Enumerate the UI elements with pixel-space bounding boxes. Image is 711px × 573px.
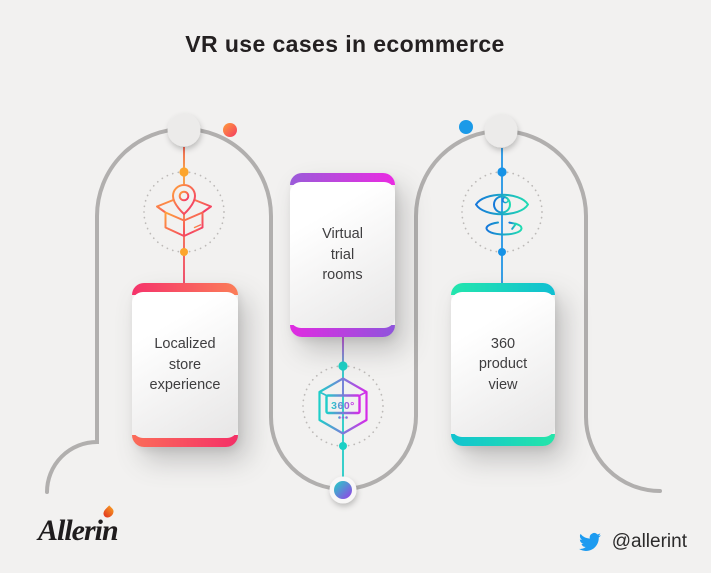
allerin-logo-text: Allerin bbox=[38, 514, 119, 547]
eye-iris bbox=[493, 195, 511, 214]
box-location-pin-icon bbox=[156, 184, 212, 237]
dot-right-bottom bbox=[498, 248, 506, 256]
milestone-node-right bbox=[484, 114, 518, 148]
hexagon-360-icon: 360° bbox=[318, 377, 368, 435]
hexagon-inner-edges bbox=[318, 377, 368, 397]
accent-dot-right bbox=[459, 120, 473, 134]
dot-center-top bbox=[338, 361, 348, 371]
card-body: 360 product view bbox=[451, 292, 555, 437]
card-virtual-trial-rooms: Virtual trial rooms bbox=[290, 173, 395, 337]
dot-center-bottom bbox=[339, 442, 347, 450]
card-label: 360 product view bbox=[478, 335, 528, 393]
card-localized-store-experience: Localized store experience bbox=[132, 283, 238, 447]
rotation-ellipse bbox=[485, 221, 523, 236]
card-label: Virtual trial rooms bbox=[322, 226, 363, 284]
card-bottom-bar bbox=[290, 325, 395, 337]
milestone-node-bottom bbox=[329, 476, 357, 504]
card-body: Virtual trial rooms bbox=[290, 182, 395, 328]
twitter-bird-icon bbox=[578, 533, 601, 551]
display-dots bbox=[338, 416, 348, 419]
eye-rotation-icon bbox=[475, 193, 529, 236]
box-body bbox=[164, 211, 204, 237]
rotation-arrowhead bbox=[508, 221, 517, 230]
allerin-logo: Allerin bbox=[38, 505, 148, 560]
twitter-handle-link[interactable]: @allerint bbox=[577, 531, 687, 553]
twitter-handle-text: @allerint bbox=[611, 531, 687, 552]
dot-left-bottom bbox=[180, 248, 188, 256]
pin-hole bbox=[178, 190, 190, 202]
card-body: Localized store experience bbox=[132, 292, 238, 438]
display-label: 360° bbox=[331, 400, 355, 412]
eye-outline bbox=[475, 193, 529, 216]
dot-left-top bbox=[179, 167, 189, 177]
card-bottom-bar bbox=[451, 434, 555, 446]
milestone-node-left bbox=[167, 113, 201, 147]
card-360-product-view: 360 product view bbox=[451, 283, 555, 446]
card-bottom-bar bbox=[132, 435, 238, 447]
display-box bbox=[325, 394, 361, 415]
dot-right-top bbox=[497, 167, 507, 177]
eye-highlight bbox=[502, 196, 509, 204]
page-title: VR use cases in ecommerce bbox=[185, 31, 505, 57]
accent-dot-left bbox=[223, 123, 237, 137]
box-marks bbox=[193, 224, 202, 232]
card-label: Localized store experience bbox=[149, 336, 221, 394]
